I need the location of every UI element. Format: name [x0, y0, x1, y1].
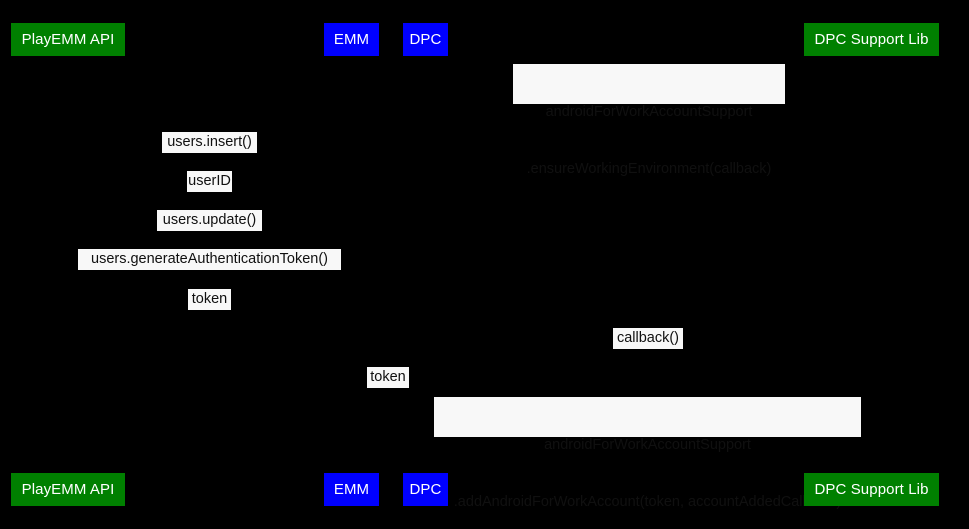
participant-label: PlayEMM API [21, 31, 115, 48]
participant-foot-dpc-support-lib[interactable]: DPC Support Lib [804, 473, 939, 506]
message-label-users-update: users.update() [157, 210, 262, 231]
message-label-token-to-dpc: token [367, 367, 409, 388]
message-line-1: token [191, 291, 228, 307]
participant-head-playemm-api[interactable]: PlayEMM API [11, 23, 125, 56]
participant-head-dpc[interactable]: DPC [403, 23, 448, 56]
participant-label: EMM [333, 481, 370, 498]
message-line-1: androidForWorkAccountSupport [544, 437, 751, 453]
participant-foot-emm[interactable]: EMM [324, 473, 379, 506]
participant-foot-dpc[interactable]: DPC [403, 473, 448, 506]
message-label-userid: userID [187, 171, 232, 192]
message-line-1: token [370, 369, 406, 385]
message-line-2: .ensureWorkingEnvironment(callback) [526, 161, 772, 177]
message-label-ensure-working-environment: androidForWorkAccountSupport .ensureWork… [513, 64, 785, 177]
participant-label: EMM [333, 31, 370, 48]
message-label-add-android-for-work-account: androidForWorkAccountSupport .addAndroid… [434, 397, 861, 510]
participant-label: DPC Support Lib [814, 481, 929, 498]
message-line-1: users.insert() [167, 134, 252, 150]
participant-foot-playemm-api[interactable]: PlayEMM API [11, 473, 125, 506]
message-line-1: users.update() [162, 212, 257, 228]
message-label-generate-authentication-token: users.generateAuthenticationToken() [78, 249, 341, 270]
participant-label: DPC Support Lib [814, 31, 929, 48]
message-line-1: callback() [616, 330, 680, 346]
message-line-2: .addAndroidForWorkAccount(token, account… [453, 494, 842, 510]
message-label-token-to-emm: token [188, 289, 231, 310]
message-label-callback: callback() [613, 328, 683, 349]
participant-head-emm[interactable]: EMM [324, 23, 379, 56]
message-line-1: userID [188, 173, 231, 189]
participant-label: PlayEMM API [21, 481, 115, 498]
participant-head-dpc-support-lib[interactable]: DPC Support Lib [804, 23, 939, 56]
message-line-1: androidForWorkAccountSupport [545, 104, 753, 120]
participant-label: DPC [409, 31, 442, 48]
message-label-users-insert: users.insert() [162, 132, 257, 153]
participant-label: DPC [409, 481, 442, 498]
message-line-1: users.generateAuthenticationToken() [91, 251, 328, 267]
